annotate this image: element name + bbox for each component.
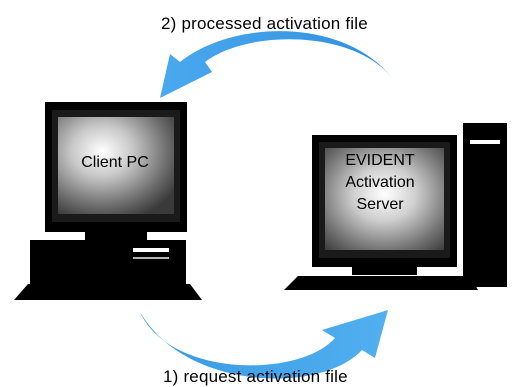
client-computer-icon — [14, 102, 202, 300]
server-label: EVIDENT Activation Server — [327, 150, 433, 216]
server-label-line-1: EVIDENT — [345, 152, 415, 169]
server-label-line-3: Server — [356, 196, 404, 213]
server-screen — [325, 148, 444, 250]
server-computer-icon — [284, 123, 507, 290]
top-caption: 2) processed activation file — [161, 14, 368, 33]
bottom-curved-arrow-icon — [140, 310, 388, 379]
client-screen — [58, 117, 174, 214]
bottom-caption: 1) request activation file — [163, 367, 348, 386]
top-curved-arrow-icon — [160, 31, 395, 98]
server-label-line-2: Activation — [345, 174, 415, 191]
client-pc-label: Client PC — [81, 154, 149, 171]
